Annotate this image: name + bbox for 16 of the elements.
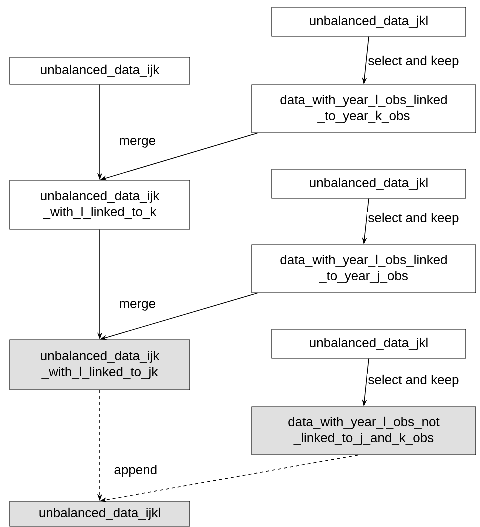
process-box: unbalanced_data_jkl (272, 7, 466, 37)
process-box: data_with_year_l_obs_linked _to_year_j_obs (252, 244, 476, 294)
edge-label: select and keep (367, 212, 460, 226)
edge-label: merge (118, 137, 158, 149)
process-box: data_with_year_l_obs_linked _to_year_k_obs (252, 84, 476, 134)
process-box: unbalanced_data_ijk _with_l_linked_to_jk (10, 340, 190, 390)
edge-label: select and keep (367, 54, 460, 70)
process-box: unbalanced_data_ijkl (10, 501, 190, 527)
process-box: unbalanced_data_ijk _with_l_linked_to_k (10, 180, 190, 230)
process-box: unbalanced_data_ijk (10, 57, 190, 85)
process-box: unbalanced_data_jkl (272, 169, 466, 199)
process-box: unbalanced_data_jkl (272, 329, 466, 359)
edge-label: merge (118, 300, 158, 312)
edge-label: append (113, 464, 159, 478)
edge-label: select and keep (367, 374, 460, 388)
process-box: data_with_year_l_obs_not _linked_to_j_and_k_obs (252, 406, 476, 456)
